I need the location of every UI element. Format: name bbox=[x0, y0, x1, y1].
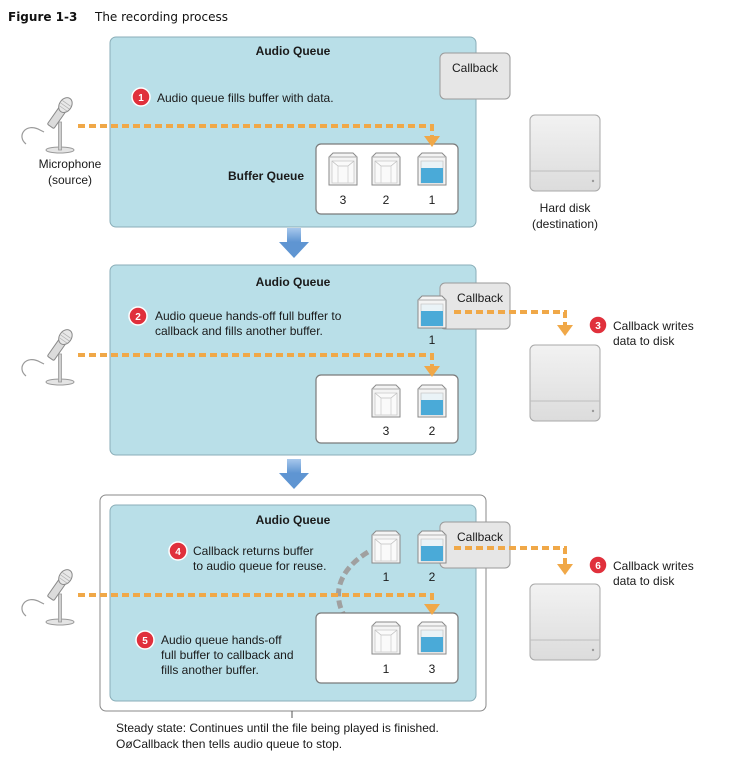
microphone-sublabel: (source) bbox=[48, 173, 92, 187]
step-2-text: callback and fills another buffer. bbox=[155, 324, 323, 338]
step-6-badge: 6 bbox=[588, 555, 608, 575]
audio-queue-label: Audio Queue bbox=[256, 513, 331, 527]
figure-label: Figure 1-3 bbox=[8, 10, 77, 24]
buffer-number: 2 bbox=[383, 193, 390, 207]
panel-2: Audio Queue Callback 1 2 Audio queue han… bbox=[21, 264, 694, 456]
step-5-text: Audio queue hands-off bbox=[161, 633, 282, 647]
empty-buffer-icon bbox=[328, 152, 358, 186]
step-5-number: 5 bbox=[142, 636, 148, 647]
steady-state-note: Steady state: Continues until the file b… bbox=[116, 721, 439, 735]
callback-buffer-number: 2 bbox=[429, 570, 436, 584]
step-3-text: data to disk bbox=[613, 334, 675, 348]
callback-box bbox=[439, 52, 511, 100]
figure-title: The recording process bbox=[94, 10, 228, 24]
step-3-number: 3 bbox=[595, 321, 601, 332]
audio-flow-arrow bbox=[78, 593, 434, 606]
microphone-icon bbox=[21, 326, 76, 386]
audio-queue-label: Audio Queue bbox=[256, 44, 331, 58]
full-buffer-icon bbox=[417, 152, 447, 186]
down-arrow-icon bbox=[279, 459, 309, 489]
full-buffer-icon bbox=[417, 384, 447, 418]
down-arrow-icon bbox=[279, 228, 309, 258]
step-1-badge: 1 bbox=[131, 87, 151, 107]
step-4-text: to audio queue for reuse. bbox=[193, 559, 326, 573]
buffer-number: 3 bbox=[429, 662, 436, 676]
step-1-text: Audio queue fills buffer with data. bbox=[157, 91, 334, 105]
step-3-badge: 3 bbox=[588, 315, 608, 335]
empty-buffer-icon bbox=[371, 621, 401, 655]
callback-box bbox=[439, 282, 511, 330]
figure-caption: Figure 1-3 The recording process bbox=[8, 10, 228, 24]
audio-flow-arrow bbox=[78, 353, 434, 368]
full-buffer-icon bbox=[417, 295, 447, 329]
callback-to-disk-arrow bbox=[454, 310, 567, 327]
step-4-badge: 4 bbox=[168, 541, 188, 561]
panel-1: Audio Queue Callback 1 Audio queue fills… bbox=[21, 36, 601, 231]
step-2-text: Audio queue hands-off full buffer to bbox=[155, 309, 342, 323]
audio-queue-label: Audio Queue bbox=[256, 275, 331, 289]
callback-label: Callback bbox=[457, 530, 504, 544]
step-5-text: full buffer to callback and bbox=[161, 648, 294, 662]
buffer-number: 3 bbox=[340, 193, 347, 207]
step-5-text: fills another buffer. bbox=[161, 663, 259, 677]
hard-disk-icon bbox=[529, 583, 601, 661]
empty-buffer-icon bbox=[371, 530, 401, 564]
buffer-number: 3 bbox=[383, 424, 390, 438]
full-buffer-icon bbox=[417, 530, 447, 564]
empty-buffer-icon bbox=[371, 152, 401, 186]
callback-box bbox=[439, 521, 511, 569]
callback-label: Callback bbox=[452, 61, 499, 75]
step-6-text: Callback writes bbox=[613, 559, 694, 573]
hard-disk-icon bbox=[529, 344, 601, 422]
microphone-icon bbox=[21, 566, 76, 626]
callback-to-disk-arrow bbox=[454, 546, 567, 566]
step-4-text: Callback returns buffer bbox=[193, 544, 314, 558]
callback-buffer-number: 1 bbox=[429, 333, 436, 347]
callback-buffer-number: 1 bbox=[383, 570, 390, 584]
step-5-badge: 5 bbox=[135, 630, 155, 650]
audio-flow-arrow bbox=[78, 124, 434, 138]
step-3-text: Callback writes bbox=[613, 319, 694, 333]
panel-3: Audio Queue Callback 1 2 4 Callback retu… bbox=[21, 494, 694, 751]
microphone-icon bbox=[21, 94, 76, 154]
steady-state-note: OøCallback then tells audio queue to sto… bbox=[116, 737, 342, 751]
buffer-queue-label: Buffer Queue bbox=[228, 169, 304, 183]
buffer-number: 1 bbox=[429, 193, 436, 207]
buffer-number: 2 bbox=[429, 424, 436, 438]
hard-disk-label: Hard disk bbox=[540, 201, 592, 215]
hard-disk-icon bbox=[529, 114, 601, 192]
microphone-label: Microphone bbox=[39, 157, 102, 171]
step-4-number: 4 bbox=[175, 547, 181, 558]
empty-buffer-icon bbox=[371, 384, 401, 418]
buffer-number: 1 bbox=[383, 662, 390, 676]
step-2-badge: 2 bbox=[128, 306, 148, 326]
step-6-number: 6 bbox=[595, 561, 601, 572]
full-buffer-icon bbox=[417, 621, 447, 655]
hard-disk-sublabel: (destination) bbox=[532, 217, 598, 231]
callback-label: Callback bbox=[457, 291, 504, 305]
step-1-number: 1 bbox=[138, 93, 144, 104]
step-2-number: 2 bbox=[135, 312, 141, 323]
step-6-text: data to disk bbox=[613, 574, 675, 588]
